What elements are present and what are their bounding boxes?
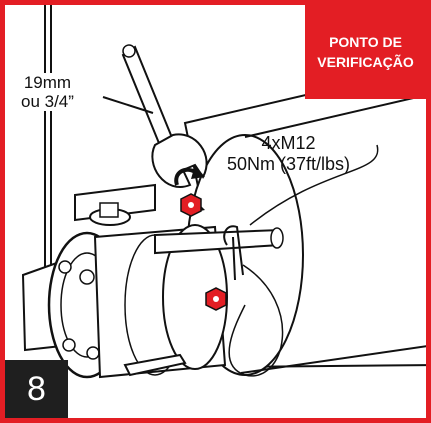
wrench-size-metric: 19mm	[23, 73, 72, 92]
valve-illustration	[21, 5, 426, 379]
bolt-highlight-bottom	[205, 287, 227, 311]
wrench-size-label: 19mm ou 3/4”	[19, 73, 76, 111]
bolt-spec: 4xM12	[261, 133, 316, 153]
badge-line-1: PONTO DE	[329, 34, 402, 50]
wrench-size-imperial: ou 3/4”	[21, 92, 74, 111]
step-number: 8	[27, 369, 46, 408]
step-number-box: 8	[5, 360, 68, 418]
checkpoint-badge: PONTO DE VERIFICAÇÃO	[305, 5, 426, 99]
badge-line-2: VERIFICAÇÃO	[317, 54, 414, 70]
torque-spec-label: 4xM12 50Nm (37ft/lbs)	[227, 133, 350, 175]
valve-assembly	[21, 183, 284, 379]
wrench-icon	[121, 44, 208, 188]
bolt-highlight-top	[180, 193, 202, 217]
pin-icon	[223, 225, 284, 377]
torque-value: 50Nm (37ft/lbs)	[227, 154, 351, 174]
